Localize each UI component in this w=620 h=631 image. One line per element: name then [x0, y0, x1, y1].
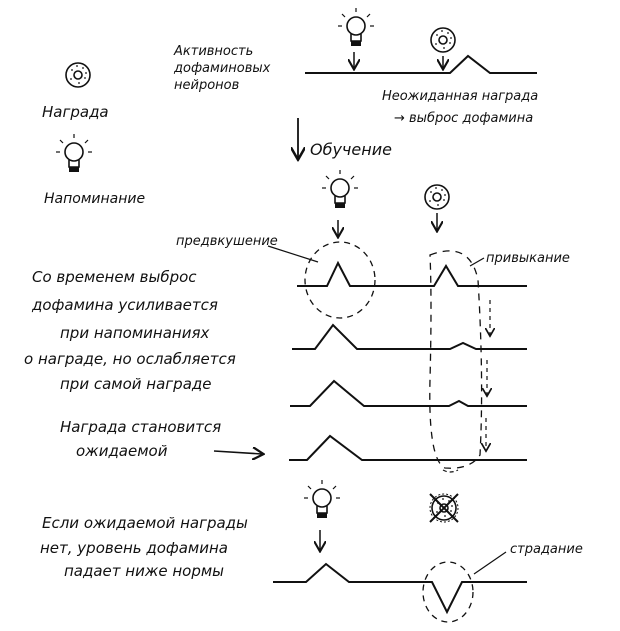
- unexpected-label-line2: → выброс дофамина: [394, 111, 533, 126]
- light-bulb-icon: [337, 7, 375, 47]
- light-bulb-icon: [55, 133, 93, 173]
- anticipation-pointer: [267, 245, 319, 263]
- main-text-line5: при самой награде: [60, 375, 212, 393]
- anticipation-label: предвкушение: [176, 234, 278, 249]
- suffering-label: страдание: [510, 542, 583, 557]
- absent-line3: падает ниже нормы: [64, 562, 224, 580]
- habituation-tail: [442, 469, 459, 473]
- baseline-unexpected-trace: [305, 54, 537, 74]
- light-bulb-icon: [303, 479, 341, 519]
- activity-label-line3: нейронов: [174, 78, 239, 93]
- legend-reward-label: Награда: [42, 103, 109, 121]
- trace-2: [292, 323, 527, 350]
- light-bulb-icon: [321, 169, 359, 209]
- expected-arrow: [213, 451, 262, 454]
- donut-icon: [430, 27, 456, 53]
- main-text-line1: Со временем выброс: [32, 268, 197, 286]
- learning-label: Обучение: [310, 140, 392, 159]
- suffering-dashed-circle: [422, 561, 474, 623]
- main-text-line4: о награде, но ослабляется: [24, 350, 236, 368]
- legend-reminder-label: Напоминание: [44, 191, 145, 207]
- expected-line1: Награда становится: [60, 418, 221, 436]
- suffering-pointer: [473, 551, 507, 575]
- absent-line1: Если ожидаемой награды: [42, 514, 248, 532]
- unexpected-label-line1: Неожиданная награда: [382, 89, 538, 104]
- habituation-label: привыкание: [486, 251, 570, 266]
- expected-line2: ожидаемой: [76, 442, 168, 460]
- trace-3: [290, 379, 527, 407]
- trace-1: [297, 260, 527, 287]
- donut-icon: [424, 184, 450, 210]
- activity-label-line1: Активность: [173, 44, 253, 59]
- absent-line2: нет, уровень дофамина: [40, 539, 228, 557]
- habituation-pointer: [469, 257, 485, 267]
- main-text-line3: при напоминаниях: [60, 324, 209, 342]
- cross-icon: [429, 493, 459, 523]
- trace-4: [289, 434, 527, 461]
- donut-icon: [65, 62, 91, 88]
- trace-5-dip: [273, 562, 527, 615]
- anticipation-dashed-circle: [304, 241, 376, 319]
- main-text-line2: дофамина усиливается: [31, 296, 218, 314]
- activity-label-line2: дофаминовых: [173, 61, 271, 76]
